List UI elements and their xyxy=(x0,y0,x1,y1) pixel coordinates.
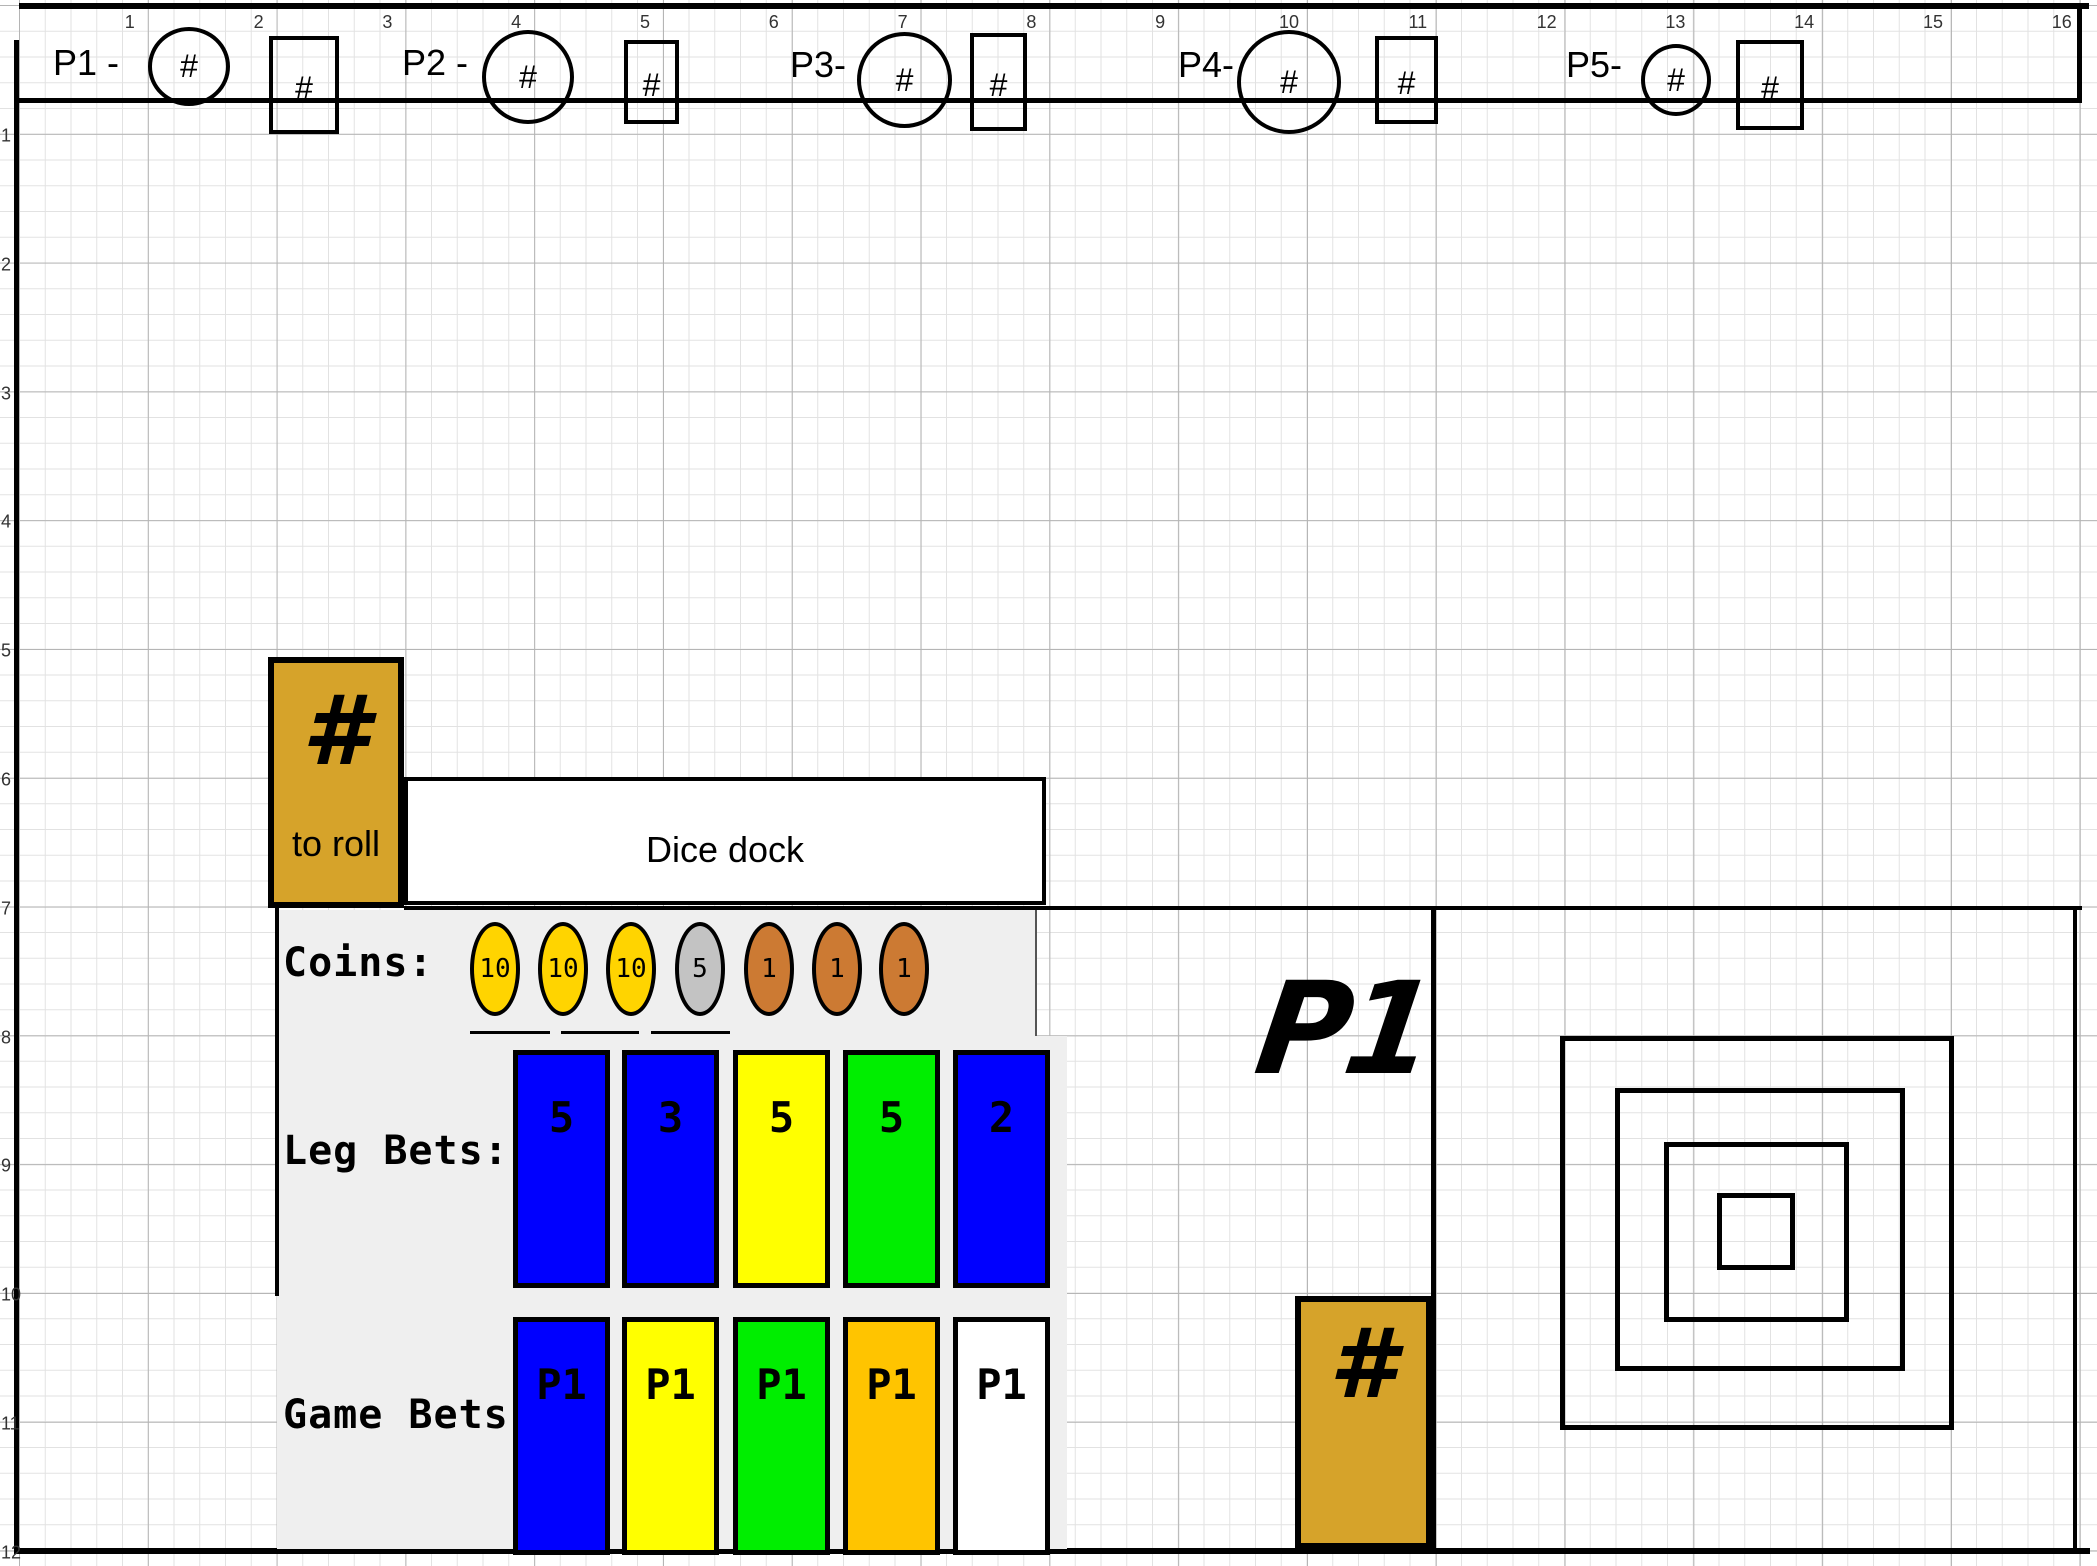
row-number: 10 xyxy=(1,1284,22,1305)
bottom-counter-value: # xyxy=(1329,1308,1396,1420)
lower-section-top-line xyxy=(404,906,2082,910)
column-number: 13 xyxy=(1665,12,1686,32)
leg-bet-card[interactable]: 5 xyxy=(513,1050,610,1288)
player-2-circle: # xyxy=(482,30,574,124)
row-number: 9 xyxy=(1,1155,12,1176)
pyramid-square-outer xyxy=(1560,1036,1954,1430)
player-1-circle: # xyxy=(148,27,230,106)
player-4-circle: # xyxy=(1237,30,1341,134)
leg-bet-card[interactable]: 5 xyxy=(733,1050,830,1288)
lower-section-divider xyxy=(1431,906,1436,1554)
game-bet-card[interactable]: P1 xyxy=(622,1317,719,1555)
column-number: 1 xyxy=(124,12,135,32)
column-number: 16 xyxy=(2051,12,2072,32)
column-number: 2 xyxy=(253,12,264,32)
roll-count-value: # xyxy=(302,675,369,787)
coins-label: Coins: xyxy=(283,940,434,986)
player-5-circle: # xyxy=(1641,44,1711,116)
current-player-label: P1 xyxy=(1247,955,1440,1104)
player-4-label: P4- xyxy=(1178,44,1235,85)
coin[interactable]: 1 xyxy=(812,922,862,1016)
coin[interactable]: 5 xyxy=(675,922,725,1016)
column-number: 11 xyxy=(1408,12,1428,32)
coin[interactable]: 1 xyxy=(744,922,794,1016)
game-bet-card[interactable]: P1 xyxy=(733,1317,830,1555)
row-number: 11 xyxy=(1,1413,20,1434)
player-3-circle: # xyxy=(857,32,952,128)
game-bets-label: Game Bets: xyxy=(283,1392,534,1438)
left-border xyxy=(14,40,19,1554)
coin[interactable]: 10 xyxy=(538,922,588,1016)
column-number: 4 xyxy=(511,12,522,32)
leg-bet-card[interactable]: 5 xyxy=(843,1050,940,1288)
player-1-label: P1 - xyxy=(53,42,120,83)
column-number: 10 xyxy=(1278,12,1300,32)
player-3-box: # xyxy=(970,33,1027,131)
player-4-box: # xyxy=(1375,36,1438,124)
column-number: 9 xyxy=(1155,12,1166,32)
player-2-box: # xyxy=(624,40,679,124)
game-bet-card[interactable]: P1 xyxy=(953,1317,1050,1555)
roll-caption: to roll xyxy=(291,823,381,864)
pyramid-square-2 xyxy=(1615,1088,1905,1371)
leg-bet-card[interactable]: 2 xyxy=(953,1050,1050,1288)
column-number: 3 xyxy=(382,12,393,32)
game-bet-card[interactable]: P1 xyxy=(843,1317,940,1555)
bottom-counter-tile[interactable]: # xyxy=(1295,1296,1432,1549)
player-5-box: # xyxy=(1736,40,1804,130)
dice-dock-label: Dice dock xyxy=(645,829,805,870)
column-number: 15 xyxy=(1922,12,1944,32)
column-number: 14 xyxy=(1794,12,1815,32)
header-divider xyxy=(19,98,2082,103)
coin[interactable]: 10 xyxy=(606,922,656,1016)
game-bet-card[interactable]: P1 xyxy=(513,1317,610,1555)
player-1-box: # xyxy=(269,36,339,134)
lower-section-right-border xyxy=(2073,906,2077,1554)
right-border xyxy=(2077,9,2082,102)
row-number: 12 xyxy=(1,1542,22,1563)
leg-bets-label: Leg Bets: xyxy=(283,1128,509,1174)
pyramid-square-inner xyxy=(1717,1193,1795,1270)
coin[interactable]: 10 xyxy=(470,922,520,1016)
column-number: 6 xyxy=(768,12,779,32)
roll-dice-tile[interactable]: # to roll xyxy=(268,657,404,908)
panel-left-edge xyxy=(275,906,279,1296)
player-3-label: P3- xyxy=(790,44,847,85)
coin-underline xyxy=(651,1031,730,1034)
player-2-label: P2 - xyxy=(402,42,469,83)
row-number: 8 xyxy=(1,1027,12,1048)
dice-dock[interactable]: Dice dock xyxy=(404,777,1046,905)
column-number: 7 xyxy=(897,12,908,32)
leg-bet-card[interactable]: 3 xyxy=(622,1050,719,1288)
player-5-label: P5- xyxy=(1566,44,1623,85)
column-number: 5 xyxy=(639,12,651,32)
row-number: 5 xyxy=(1,640,12,661)
coin-underline xyxy=(561,1031,639,1034)
coin-underline xyxy=(470,1031,550,1034)
row-number: 4 xyxy=(1,511,12,532)
row-number: 7 xyxy=(1,898,12,919)
row-number: 3 xyxy=(1,383,12,404)
pyramid-square-3 xyxy=(1664,1142,1849,1322)
bottom-border xyxy=(14,1548,2090,1554)
row-number: 2 xyxy=(1,254,12,275)
column-number: 8 xyxy=(1026,12,1037,32)
coin[interactable]: 1 xyxy=(879,922,929,1016)
column-number: 12 xyxy=(1536,12,1557,32)
top-border xyxy=(19,3,2089,9)
row-number: 6 xyxy=(1,769,12,790)
coins-row-right-edge xyxy=(1035,910,1037,1036)
row-number: 1 xyxy=(1,125,12,146)
